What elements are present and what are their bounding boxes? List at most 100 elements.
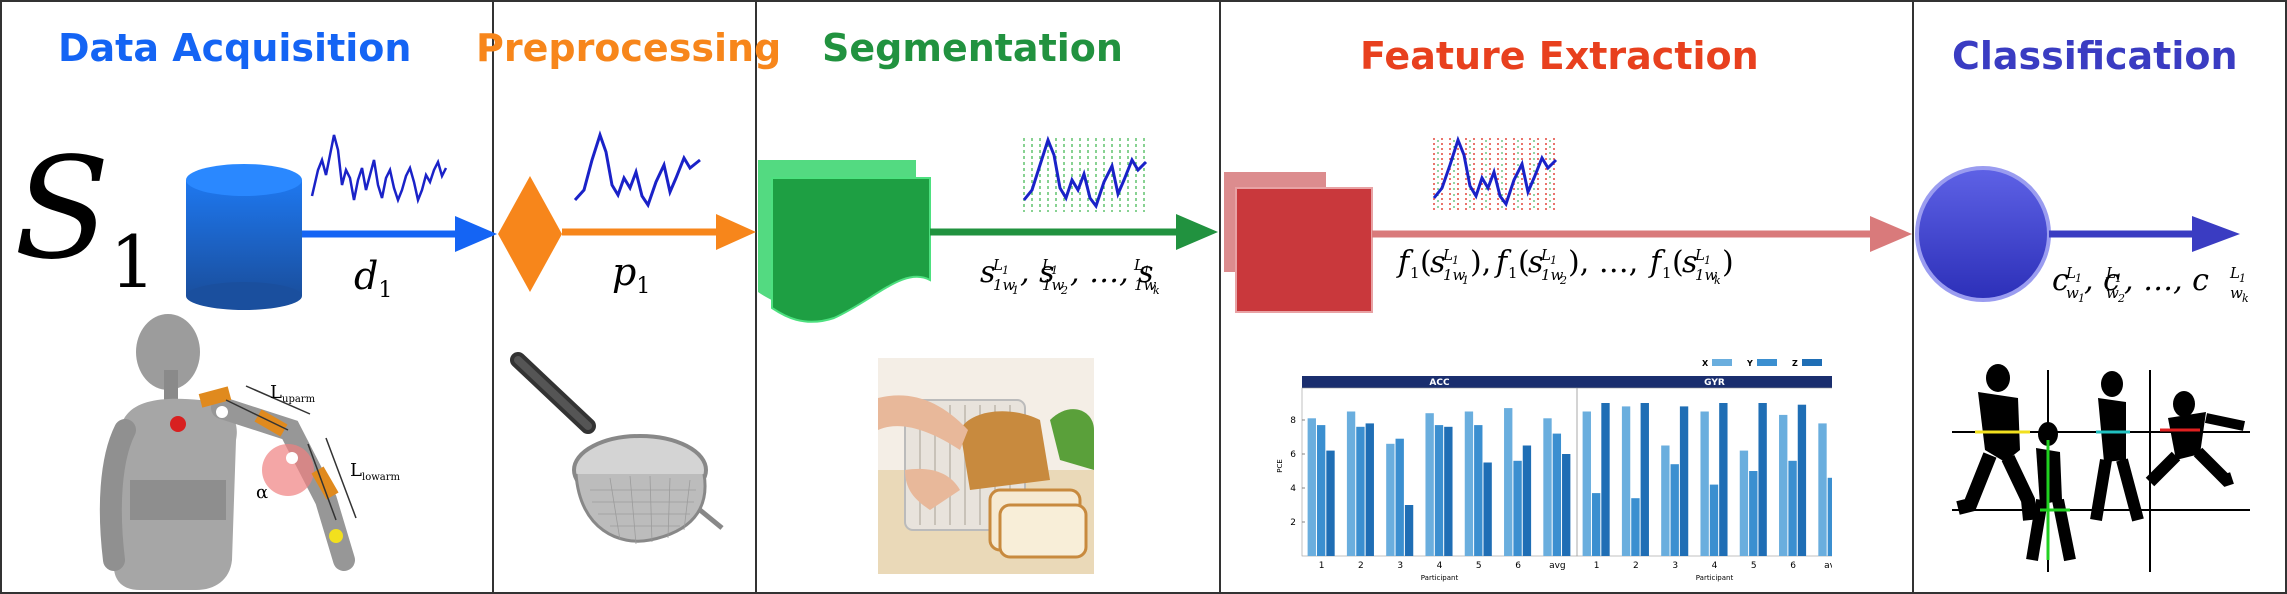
x-tick-label: 2 [1358, 561, 1364, 571]
symbol-sub: 1 [109, 220, 156, 304]
svg-text:k: k [1153, 284, 1160, 297]
arrow-segmentation [930, 214, 1218, 250]
svg-text:): ) [1722, 245, 1734, 280]
bar-ACC-1-Z [1326, 450, 1335, 556]
svg-text:s: s [1528, 245, 1543, 280]
bar-GYR-3-Z [1679, 406, 1689, 556]
signal-symbol: S1 [14, 140, 156, 299]
bar-GYR-4-Z [1719, 403, 1728, 556]
title-segmentation: Segmentation [822, 26, 1123, 70]
svg-text:), …,: ), …, [1568, 245, 1638, 280]
symbol-s: S [14, 128, 110, 291]
svg-text:(: ( [1518, 245, 1530, 280]
svg-text:L: L [992, 256, 1003, 274]
panel-header-ACC [1302, 376, 1577, 388]
bar-GYR-5-X [1739, 450, 1749, 556]
legend-label-Y: Y [1746, 359, 1753, 368]
squares-icon [1224, 172, 1373, 313]
label-p: p [612, 250, 637, 294]
svg-text:α: α [256, 482, 268, 503]
arrow-preprocessing [562, 214, 756, 250]
svg-text:1: 1 [1508, 264, 1518, 282]
svg-text:1: 1 [2078, 292, 2085, 305]
bar-ACC-6-Y [1513, 460, 1522, 556]
x-tick-label: 6 [1790, 561, 1796, 571]
x-tick-label: 2 [1633, 561, 1639, 571]
bar-ACC-2-Y [1356, 426, 1365, 556]
bar-ACC-avg-Y [1552, 433, 1562, 556]
panel-header-GYR [1577, 376, 1832, 388]
svg-text:c: c [2052, 263, 2069, 298]
label-d-sub: 1 [378, 278, 393, 303]
legend-label-Z: Z [1792, 359, 1798, 368]
arrow-acquisition [302, 216, 497, 252]
x-tick-label: 5 [1476, 561, 1482, 571]
svg-text:, …, s: , …, s [1070, 255, 1154, 290]
svg-text:L: L [1540, 246, 1551, 264]
bar-GYR-4-X [1700, 411, 1709, 556]
bar-ACC-1-X [1307, 418, 1316, 556]
bar-ACC-3-Y [1395, 438, 1404, 556]
bar-ACC-3-X [1386, 443, 1395, 556]
x-tick-label: 5 [1751, 561, 1757, 571]
title-classification: Classification [1952, 34, 2238, 78]
panel-title-GYR: GYR [1704, 378, 1725, 388]
label-p1: p1 [612, 250, 650, 299]
bar-GYR-3-Y [1670, 464, 1679, 556]
x-tick-label: 3 [1397, 561, 1403, 571]
arrow-classification [2049, 216, 2240, 252]
svg-text:w: w [2066, 284, 2079, 302]
svg-text:L: L [2105, 264, 2116, 282]
bar-GYR-6-Y [1788, 460, 1797, 556]
svg-text:2: 2 [1559, 274, 1567, 287]
svg-text:s: s [1682, 245, 1697, 280]
bread-slicer-photo [878, 358, 1094, 574]
svg-text:, …, c: , …, c [2124, 263, 2209, 298]
bar-GYR-4-Y [1709, 484, 1719, 556]
label-p-sub: 1 [636, 274, 651, 299]
panel-title-ACC: ACC [1429, 378, 1450, 388]
x-tick-label: 6 [1515, 561, 1521, 571]
bar-GYR-5-Z [1758, 403, 1767, 556]
bar-ACC-avg-Z [1562, 454, 1571, 556]
legend-label-X: X [1702, 359, 1709, 368]
svg-text:L: L [270, 382, 282, 403]
bar-ACC-6-X [1504, 408, 1513, 556]
y-tick-label: 8 [1290, 416, 1296, 426]
svg-text:L: L [1041, 256, 1052, 274]
bar-GYR-avg-Y [1827, 477, 1832, 556]
svg-text:1w: 1w [1042, 276, 1065, 294]
label-d: d [354, 254, 379, 298]
y-tick-label: 2 [1290, 518, 1296, 528]
filtered-signal-wave [573, 130, 701, 209]
legend-swatch-X [1712, 359, 1732, 366]
svg-text:uparm: uparm [282, 394, 316, 405]
bar-ACC-5-X [1464, 411, 1474, 556]
bar-GYR-1-Y [1591, 493, 1601, 556]
label-d1: d1 [354, 254, 392, 303]
svg-text:(: ( [1672, 245, 1684, 280]
x-tick-label: 4 [1712, 561, 1718, 571]
svg-text:1: 1 [1462, 274, 1469, 287]
bar-ACC-2-X [1346, 411, 1356, 556]
svg-text:k: k [2242, 292, 2249, 305]
bar-ACC-5-Z [1483, 462, 1492, 556]
x-tick-label: avg [1549, 561, 1566, 571]
title-feature-extraction: Feature Extraction [1360, 34, 1759, 78]
bar-GYR-5-Y [1749, 471, 1758, 556]
diamond-icon [498, 176, 562, 292]
sieve-icon [510, 352, 724, 545]
svg-text:L: L [350, 460, 362, 481]
x-tick-label: 4 [1437, 561, 1443, 571]
svg-text:1w: 1w [993, 276, 1016, 294]
bar-ACC-2-Z [1365, 423, 1374, 556]
bar-GYR-3-X [1661, 445, 1670, 556]
humanoid-sensor-figure [99, 314, 357, 590]
x-axis-label: Participant [1696, 574, 1734, 582]
svg-text:1: 1 [2239, 272, 2246, 285]
bar-ACC-1-Y [1316, 425, 1326, 556]
